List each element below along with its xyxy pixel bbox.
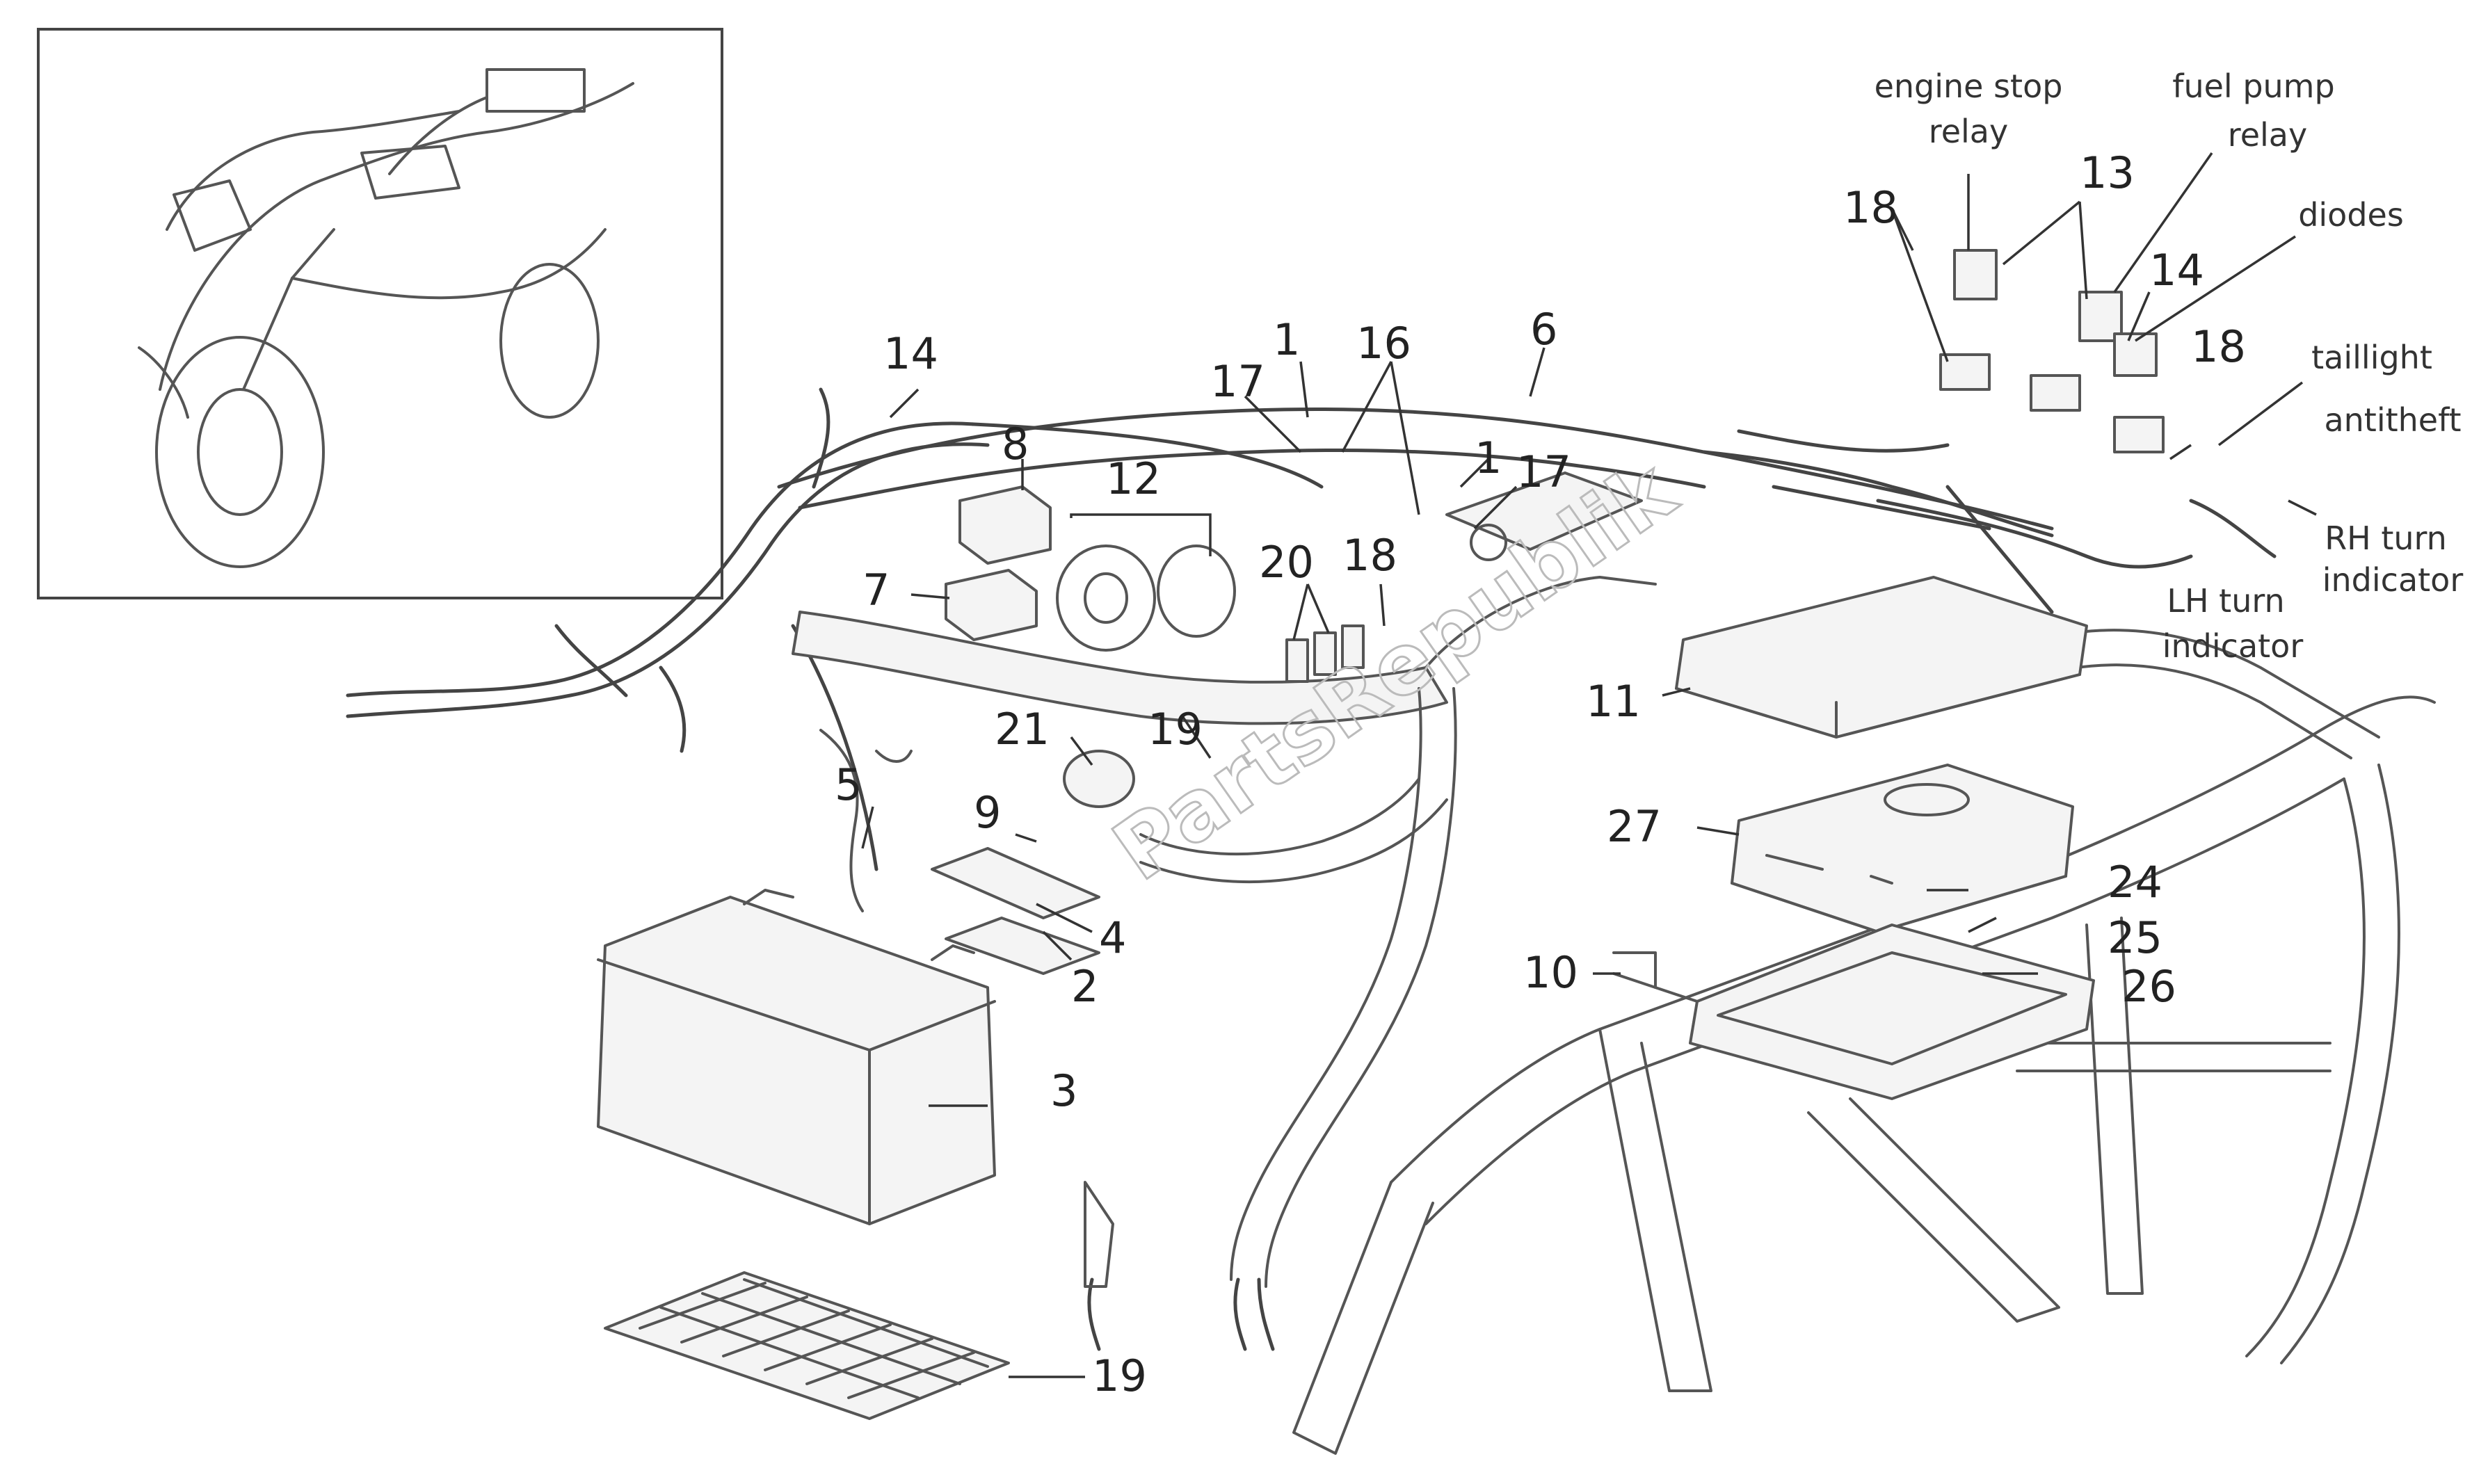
callout-19: 19 bbox=[1092, 1350, 1147, 1401]
callout-15: 14 bbox=[883, 328, 938, 379]
callout-18-top: 18 bbox=[1843, 182, 1898, 233]
fuses-22 bbox=[1285, 624, 1365, 683]
note-diodes: diodes bbox=[2298, 196, 2404, 234]
callout-13: 13 bbox=[2080, 147, 2135, 198]
callout-27: 27 bbox=[1607, 801, 1662, 852]
callout-24: 24 bbox=[2108, 857, 2162, 908]
callout-17-left: 17 bbox=[1210, 356, 1265, 407]
callout-numbers: 14 8 12 7 17 1 16 6 1 17 20 18 21 19 5 9… bbox=[835, 147, 2246, 1401]
callout-4: 4 bbox=[1099, 912, 1126, 963]
note-engine-stop-relay-line2: relay bbox=[1929, 113, 2008, 150]
callout-7: 9 bbox=[974, 787, 1001, 838]
callout-18-right: 18 bbox=[2191, 321, 2246, 372]
callout-5: 5 bbox=[835, 759, 862, 810]
callout-1-left: 1 bbox=[1273, 314, 1300, 365]
relay-9 bbox=[958, 485, 1052, 565]
callout-16: 16 bbox=[1356, 318, 1411, 369]
callout-6: 6 bbox=[1530, 304, 1557, 355]
note-taillight: taillight bbox=[2311, 339, 2432, 376]
note-lh-turn-indicator-line1: LH turn bbox=[2167, 582, 2284, 620]
callout-23: 21 bbox=[995, 704, 1050, 755]
note-engine-stop-relay-line1: engine stop bbox=[1875, 67, 2063, 105]
callout-17-right: 17 bbox=[1516, 446, 1571, 497]
callout-26: 26 bbox=[2121, 961, 2176, 1012]
callout-8: 7 bbox=[862, 565, 890, 615]
leader-lines bbox=[861, 152, 2317, 1378]
part-23 bbox=[1063, 750, 1135, 808]
bracket-5 bbox=[819, 729, 913, 912]
relays-18-13 bbox=[1939, 249, 2165, 453]
note-rh-turn-indicator-line1: RH turn bbox=[2325, 519, 2447, 557]
fuse-box bbox=[1445, 471, 1643, 561]
note-lh-turn-indicator-line2: indicator bbox=[2162, 627, 2304, 665]
battery-tray-10 bbox=[1612, 924, 2095, 1100]
battery-3 bbox=[597, 889, 996, 1225]
cable-tray bbox=[792, 576, 1657, 884]
callout-12: 12 bbox=[1106, 453, 1161, 504]
battery-mat-19 bbox=[604, 1271, 1010, 1420]
callout-9: 8 bbox=[1002, 419, 1029, 469]
callout-14: 14 bbox=[2149, 245, 2204, 296]
callout-1-right: 1 bbox=[1475, 433, 1502, 483]
control-unit-11 bbox=[1675, 576, 2088, 739]
callout-10: 10 bbox=[1523, 947, 1578, 998]
relay-8 bbox=[945, 569, 1038, 641]
callout-25: 25 bbox=[2108, 912, 2162, 963]
watermark: PartsRepublik bbox=[1097, 442, 1694, 900]
note-rh-turn-indicator-line2: indicator bbox=[2322, 561, 2464, 599]
callout-3: 3 bbox=[1050, 1065, 1077, 1116]
component-notes: engine stop relay fuel pump relay diodes… bbox=[1875, 67, 2464, 665]
note-antitheft: antitheft bbox=[2324, 401, 2461, 439]
callout-20: 18 bbox=[1342, 530, 1397, 581]
plates-4-2 bbox=[931, 847, 1100, 975]
control-unit-27 bbox=[1731, 764, 2074, 933]
motorcycle-inset bbox=[37, 28, 723, 599]
callout-22: 20 bbox=[1259, 537, 1314, 588]
note-fuel-pump-relay-line2: relay bbox=[2228, 116, 2307, 154]
note-fuel-pump-relay-line1: fuel pump bbox=[2172, 67, 2334, 105]
callout-2: 2 bbox=[1071, 961, 1098, 1012]
callout-11: 11 bbox=[1586, 676, 1641, 727]
callout-21: 19 bbox=[1148, 704, 1203, 755]
horn-12 bbox=[1056, 545, 1236, 652]
frame-tube bbox=[1084, 687, 1457, 1351]
